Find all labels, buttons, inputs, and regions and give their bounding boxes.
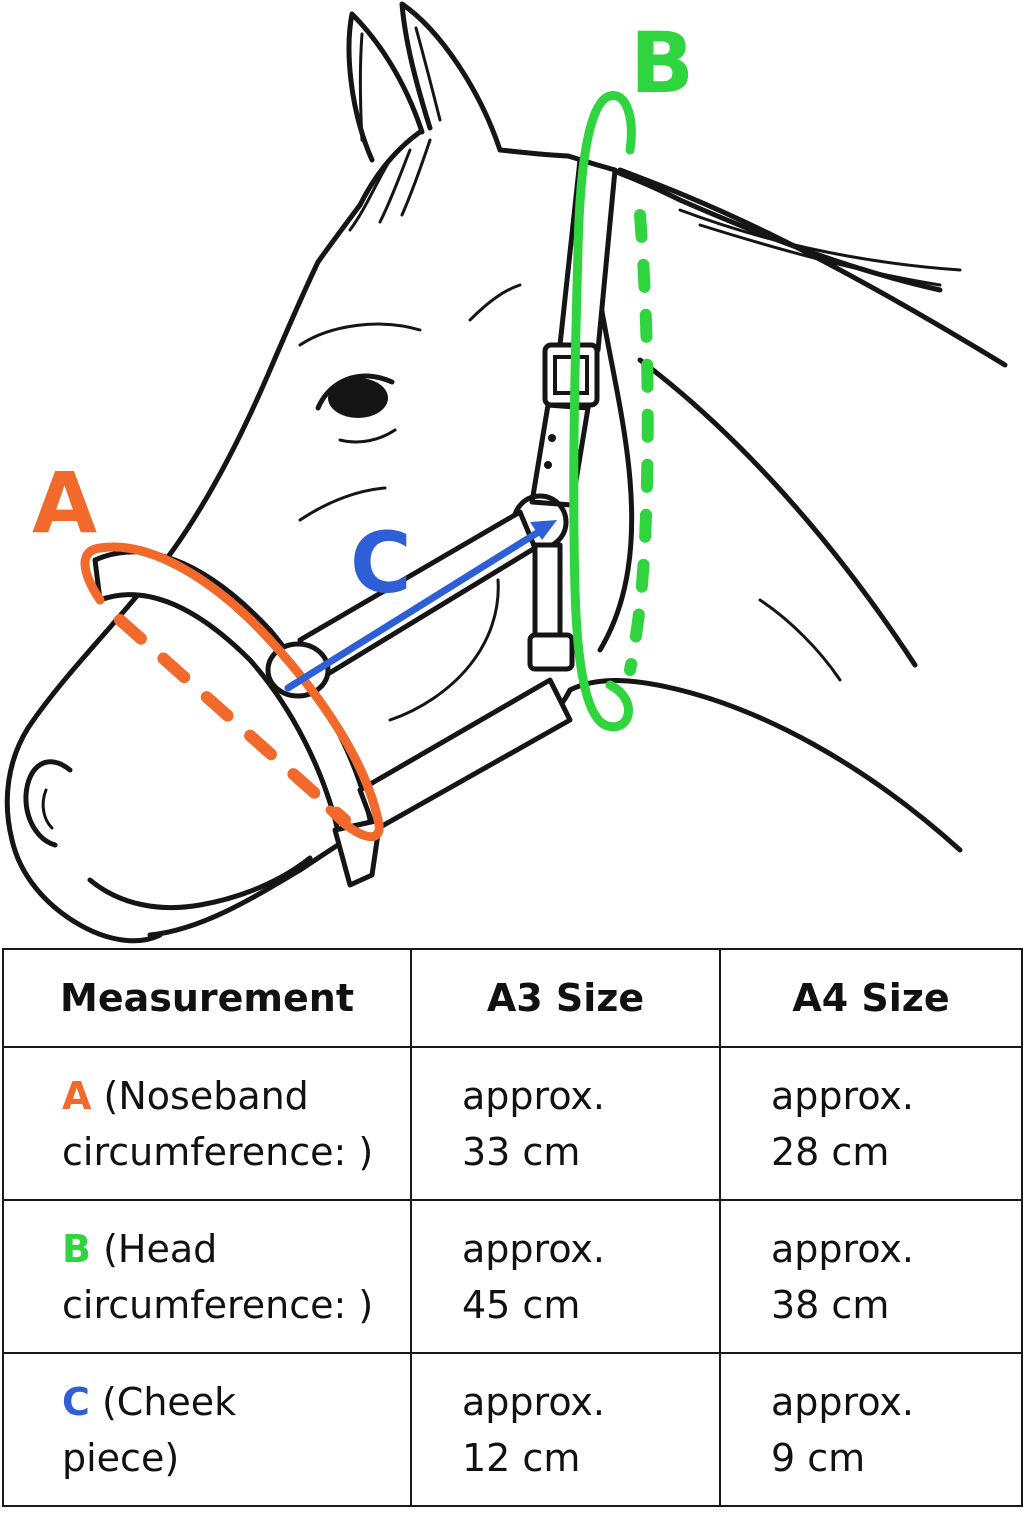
measurement-cell: B (Head circumference: ) <box>2 1199 412 1354</box>
measurement-label: (Head <box>103 1226 218 1271</box>
a4-value-cell: approx. 28 cm <box>719 1046 1023 1201</box>
measurement-c-marker: C <box>284 514 557 692</box>
table-row: B (Head circumference: ) approx. 45 cm a… <box>2 1199 1023 1354</box>
measurement-letter-a: A <box>62 1073 92 1118</box>
a4-value-cell: approx. 9 cm <box>719 1352 1023 1507</box>
marker-b-label: B <box>630 14 694 112</box>
a4-approx: approx. <box>771 1226 914 1271</box>
a3-value: 33 cm <box>462 1129 581 1174</box>
a3-approx: approx. <box>462 1226 605 1271</box>
marker-c-label: C <box>350 514 412 612</box>
a4-value: 9 cm <box>771 1435 866 1480</box>
measurement-b-marker: B <box>569 14 694 732</box>
a3-approx: approx. <box>462 1379 605 1424</box>
measurement-cell: A (Noseband circumference: ) <box>2 1046 412 1201</box>
a3-value-cell: approx. 12 cm <box>410 1352 721 1507</box>
horse-head-drawing <box>4 1 1008 944</box>
header-measurement: Measurement <box>2 948 412 1048</box>
measurement-letter-b: B <box>62 1226 91 1271</box>
measurement-label: (Noseband <box>103 1073 309 1118</box>
a4-value: 38 cm <box>771 1282 890 1327</box>
a3-value-cell: approx. 33 cm <box>410 1046 721 1201</box>
horse-halter-illustration: A B C <box>4 1 1008 944</box>
a4-value-cell: approx. 38 cm <box>719 1199 1023 1354</box>
measurement-label-cont: circumference: ) <box>62 1129 374 1174</box>
header-a3-size: A3 Size <box>410 948 721 1048</box>
measurement-cell: C (Cheek piece) <box>2 1352 412 1507</box>
marker-a-label: A <box>32 454 97 552</box>
size-table: Measurement A3 Size A4 Size A (Noseband … <box>2 948 1023 1507</box>
table-header-row: Measurement A3 Size A4 Size <box>2 948 1023 1048</box>
a3-approx: approx. <box>462 1073 605 1118</box>
measurement-letter-c: C <box>62 1379 90 1424</box>
a4-value: 28 cm <box>771 1129 890 1174</box>
measurement-label: (Cheek <box>101 1379 237 1424</box>
measurement-a-marker: A <box>32 454 384 841</box>
table-row: C (Cheek piece) approx. 12 cm approx. 9 … <box>2 1352 1023 1507</box>
measurement-label-cont: piece) <box>62 1435 180 1480</box>
header-a4-size: A4 Size <box>719 948 1023 1048</box>
measurement-label-cont: circumference: ) <box>62 1282 374 1327</box>
a3-value: 45 cm <box>462 1282 581 1327</box>
table-row: A (Noseband circumference: ) approx. 33 … <box>2 1046 1023 1201</box>
a3-value-cell: approx. 45 cm <box>410 1199 721 1354</box>
a4-approx: approx. <box>771 1073 914 1118</box>
a4-approx: approx. <box>771 1379 914 1424</box>
a3-value: 12 cm <box>462 1435 581 1480</box>
